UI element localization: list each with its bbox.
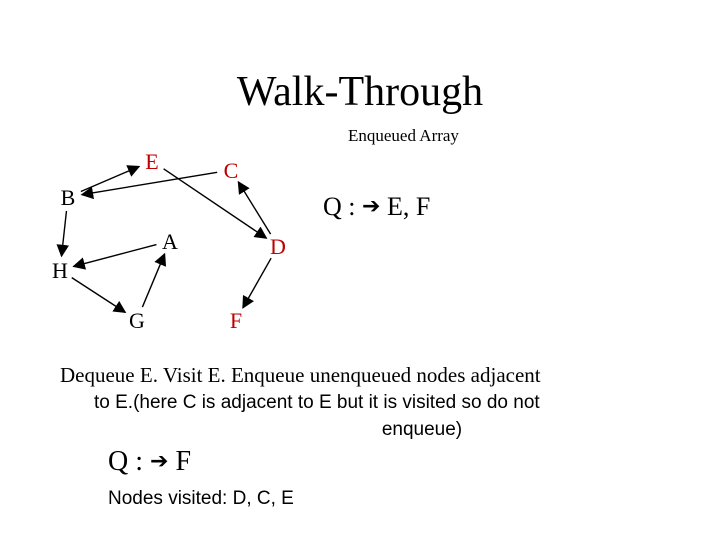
node-f: F [230, 308, 242, 333]
edge-b-e [80, 165, 141, 193]
node-e: E [145, 149, 158, 174]
node-b: B [61, 185, 76, 210]
nodes-visited: Nodes visited: D, C, E [108, 488, 294, 509]
step-description: Dequeue E. Visit E. Enqueue unenqueued n… [52, 362, 672, 443]
right-arrow-icon: ➔ [150, 449, 169, 474]
node-h: H [52, 258, 68, 283]
queue-state-top: Q : ➔ E, F [323, 192, 430, 222]
edge-d-c [237, 180, 272, 235]
edge-g-a [141, 252, 167, 308]
edge-d-f [242, 257, 272, 309]
enqueued-array-label: Enqueued Array [348, 126, 459, 145]
queue-prefix: Q : [108, 446, 143, 477]
edge-e-d [163, 168, 268, 239]
description-line-3: enqueue) [381, 419, 463, 440]
edge-b-h [56, 210, 70, 258]
queue-items: E, F [386, 192, 431, 221]
slide-title: Walk-Through [236, 69, 484, 115]
edge-h-g [71, 277, 127, 314]
edge-a-h [72, 243, 157, 270]
node-d: D [270, 234, 286, 259]
description-line-1: Dequeue E. Visit E. Enqueue unenqueued n… [60, 363, 541, 387]
node-g: G [129, 308, 145, 333]
description-line-2: to E.(here C is adjacent to E but it is … [94, 392, 540, 413]
right-arrow-icon: ➔ [362, 194, 381, 219]
queue-state-bottom: Q : ➔ F [108, 446, 191, 478]
queue-prefix: Q : [323, 192, 356, 221]
node-a: A [162, 229, 178, 254]
edge-c-b [80, 171, 218, 200]
node-c: C [224, 158, 239, 183]
queue-items: F [175, 446, 192, 477]
